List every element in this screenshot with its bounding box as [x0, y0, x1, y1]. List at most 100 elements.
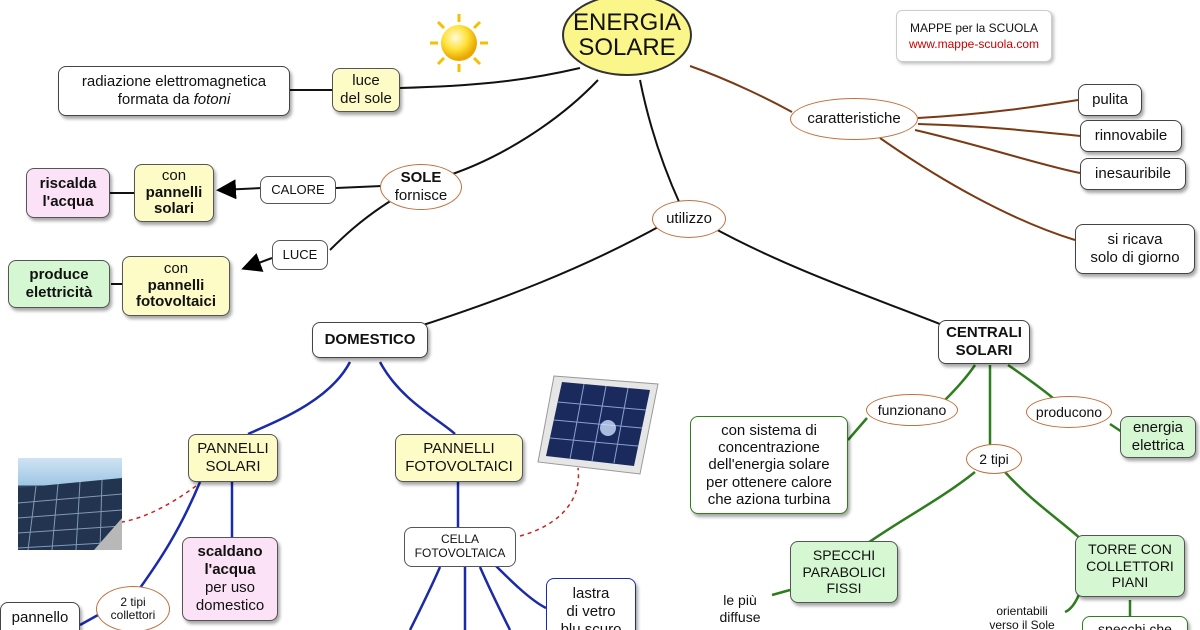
- link-utilizzo-domestico: [419, 225, 661, 327]
- siricava-line2: solo di giorno: [1090, 249, 1180, 266]
- map-title-line1: ENERGIA: [572, 8, 682, 36]
- link-sole-calore: [335, 185, 383, 189]
- sole-line1: SOLE: [400, 169, 442, 186]
- link-centrali-producono: [1007, 363, 1056, 401]
- solar-cell-photo: [536, 372, 660, 476]
- torre-line2: COLLETTORI: [1086, 557, 1174, 574]
- sc-line3: dell'energia solare: [708, 456, 830, 474]
- cps-line3: solari: [153, 200, 195, 218]
- duetipi-label: 2 tipi: [979, 450, 1009, 467]
- node-produce-elettricita: produce elettricità: [8, 260, 110, 308]
- solar-roof-photo: [18, 458, 122, 550]
- link-luce-fotovoltaici: [241, 253, 273, 272]
- spec-line3: FISSI: [826, 580, 862, 597]
- node-pannelli-solari: PANNELLI SOLARI: [188, 434, 278, 482]
- scaldano-line2: l'acqua: [204, 561, 256, 578]
- cella-line1: CELLA: [440, 532, 480, 547]
- sc-line4: per ottenere calore: [706, 473, 832, 491]
- node-con-pannelli-solari: con pannelli solari: [134, 164, 214, 222]
- caratteristiche-label: caratteristiche: [807, 110, 901, 127]
- specchiche-label: specchi che: [1098, 621, 1172, 630]
- scaldano-line3: per uso: [204, 579, 256, 596]
- node-caratteristiche: caratteristiche: [790, 98, 918, 140]
- link-car-siricava: [879, 137, 1076, 241]
- produce-line2: elettricità: [25, 284, 93, 301]
- spec-line2: PARABOLICI: [802, 563, 886, 580]
- producono-label: producono: [1035, 403, 1103, 420]
- sc-line2: concentrazione: [718, 439, 820, 457]
- watermark-url[interactable]: www.mappe-scuola.com: [908, 37, 1040, 51]
- lpd-line1: le più: [723, 592, 757, 608]
- link-domestico-pannellisolari: [247, 361, 352, 436]
- ee-line1: energia: [1132, 419, 1184, 436]
- node-pulita: pulita: [1078, 84, 1142, 116]
- node-luce: LUCE: [272, 240, 328, 270]
- orient-line2: verso il Sole: [989, 618, 1055, 630]
- node-luce-del-sole: luce del sole: [332, 68, 400, 112]
- link-title-luce: [399, 67, 581, 89]
- watermark-line1: MAPPE per la SCUOLA: [909, 20, 1039, 35]
- node-funzionano: funzionano: [866, 394, 958, 426]
- node-rinnovabile: rinnovabile: [1080, 120, 1182, 152]
- sc-line1: con sistema di: [721, 421, 817, 439]
- link-collettori-pannello: [79, 613, 99, 627]
- centrali-line1: CENTRALI: [946, 324, 1022, 341]
- node-calore: CALORE: [260, 176, 336, 204]
- calore-label: CALORE: [271, 182, 325, 198]
- lastra-line1: lastra: [572, 585, 610, 602]
- node-2-tipi-collettori: 2 tipi collettori: [96, 586, 170, 630]
- node-scaldano: scaldano l'acqua per uso domestico: [182, 537, 278, 621]
- link-cella-lastra: [489, 559, 547, 610]
- produce-line1: produce: [29, 266, 89, 283]
- lpd-line2: diffuse: [719, 608, 761, 625]
- scaldano-line1: scaldano: [197, 543, 263, 560]
- luce-del-sole-line2: del sole: [340, 90, 392, 107]
- ps-line1: PANNELLI: [197, 440, 269, 457]
- link-car-rinnovabile: [917, 123, 1081, 137]
- link-title-caratteristiche: [689, 65, 793, 113]
- node-lastra: lastra di vetro blu scuro: [546, 578, 636, 630]
- watermark-box: MAPPE per la SCUOLA www.mappe-scuola.com: [896, 10, 1052, 62]
- funzionano-label: funzionano: [877, 401, 947, 418]
- rinnovabile-label: rinnovabile: [1094, 127, 1168, 144]
- domestico-label: DOMESTICO: [324, 331, 416, 348]
- siricava-line1: si ricava: [1107, 231, 1163, 248]
- node-specchi-che: specchi che: [1082, 616, 1188, 630]
- scaldano-line4: domestico: [195, 597, 265, 614]
- link-title-sole: [439, 79, 599, 179]
- spec-line1: SPECCHI: [812, 546, 876, 563]
- link-title-utilizzo: [639, 79, 681, 205]
- node-centrali-solari: CENTRALI SOLARI: [938, 320, 1030, 364]
- link-2tipi-specchi: [864, 471, 976, 547]
- link-domestico-fotovoltaici: [378, 361, 456, 435]
- link-calore-pannelli: [216, 179, 263, 200]
- link-centrali-funzionano: [944, 364, 977, 401]
- link-cella-photo: [519, 467, 580, 537]
- node-energia-elettrica: energia elettrica: [1120, 416, 1196, 458]
- cella-line2: FOTOVOLTAICA: [414, 546, 506, 560]
- torre-line1: TORRE CON: [1088, 540, 1172, 557]
- luce-label: LUCE: [282, 247, 318, 263]
- node-specchi-parabolici: SPECCHI PARABOLICI FISSI: [790, 541, 898, 603]
- centrali-line2: SOLARI: [955, 342, 1013, 359]
- tipicoll-line2: collettori: [110, 608, 156, 622]
- link-car-pulita: [917, 99, 1079, 119]
- riscalda-line2: l'acqua: [42, 193, 94, 210]
- node-inesauribile: inesauribile: [1080, 158, 1186, 190]
- link-2tipi-torre: [1004, 471, 1083, 541]
- node-sole-fornisce: SOLE fornisce: [380, 164, 462, 210]
- node-cella-fotovoltaica: CELLA FOTOVOLTAICA: [404, 527, 516, 567]
- map-title-line2: SOLARE: [578, 34, 676, 61]
- node-con-pannelli-fotovoltaici: con pannelli fotovoltaici: [122, 256, 230, 316]
- sc-line5: che aziona turbina: [707, 490, 831, 508]
- link-pannellisolari-collettori: [138, 481, 202, 589]
- pf-line2: FOTOVOLTAICI: [405, 458, 513, 475]
- torre-line3: PIANI: [1111, 574, 1149, 591]
- ps-line2: SOLARI: [205, 458, 261, 475]
- link-car-inesauribile: [914, 129, 1081, 174]
- node-pannello: pannello: [0, 602, 80, 630]
- node-domestico: DOMESTICO: [312, 322, 428, 358]
- node-utilizzo: utilizzo: [652, 200, 726, 238]
